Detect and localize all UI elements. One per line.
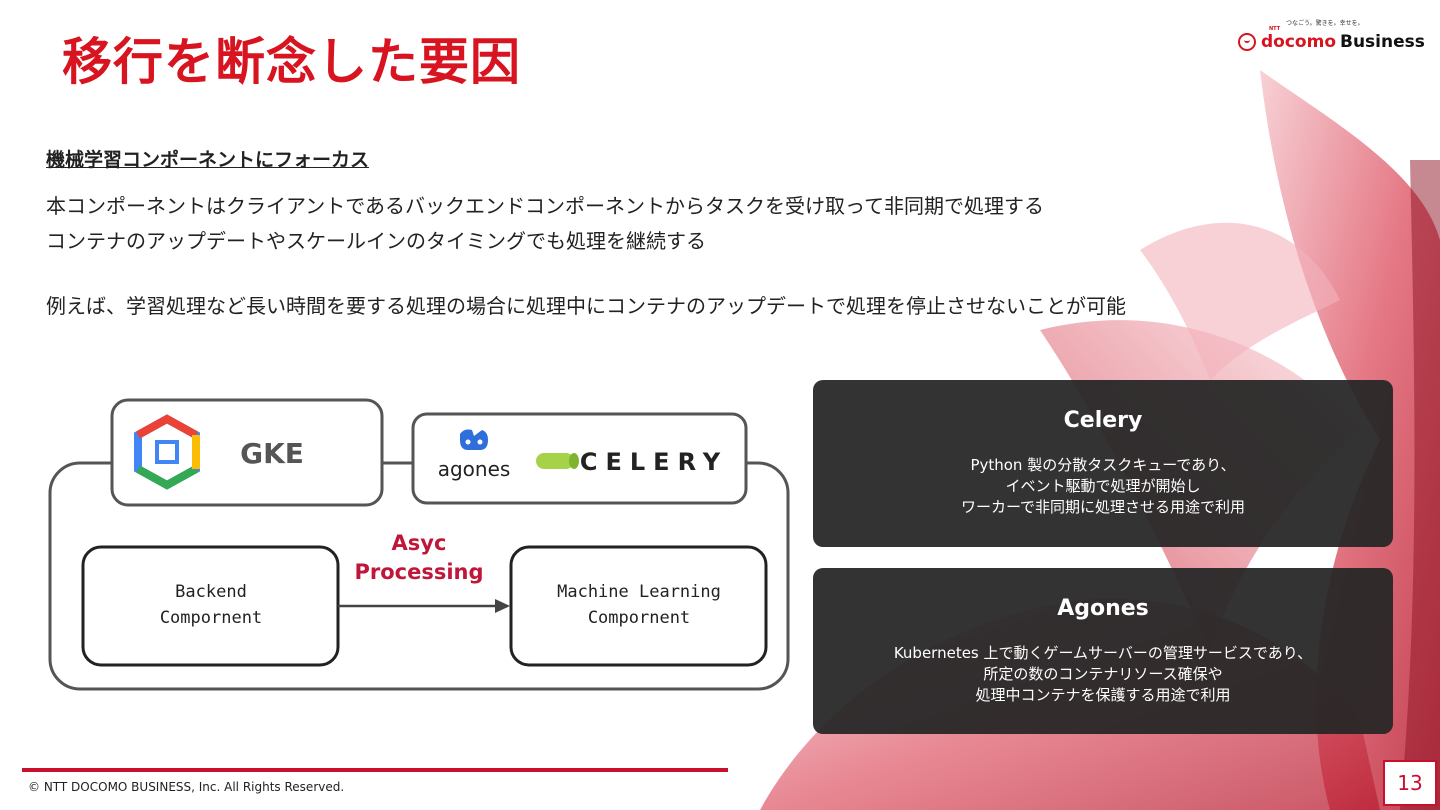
page-number: 13 <box>1383 760 1437 806</box>
agones-card-line: 所定の数のコンテナリソース確保や <box>983 665 1223 683</box>
architecture-diagram: GKE agones CELERY Backend Compornent Mac… <box>48 398 790 691</box>
docomo-mark-icon <box>1238 33 1256 51</box>
logo-business: Business <box>1340 32 1425 52</box>
logo-brand: NTT docomo Business <box>1238 26 1425 52</box>
backend-label-line2: Compornent <box>160 608 262 628</box>
page-title: 移行を断念した要因 <box>62 33 521 91</box>
docomo-business-logo: つなごう。驚きを。幸せを。 NTT docomo Business <box>1236 18 1426 58</box>
celery-card-line: ワーカーで非同期に処理させる用途で利用 <box>960 498 1246 516</box>
agones-icon <box>460 429 488 450</box>
celery-card-title: Celery <box>1063 408 1143 433</box>
body-line-3: 例えば、学習処理など長い時間を要する処理の場合に処理中にコンテナのアップデートで… <box>46 294 1126 318</box>
agones-card-line: 処理中コンテナを保護する用途で利用 <box>975 686 1231 704</box>
agones-card-text: Kubernetes 上で動くゲームサーバーの管理サービスであり、 所定の数のコ… <box>813 643 1393 706</box>
gke-icon <box>134 414 200 490</box>
backend-label-line1: Backend <box>175 582 247 602</box>
celery-icon <box>536 453 579 469</box>
agones-celery-box <box>411 412 748 505</box>
celery-card: Celery Python 製の分散タスクキューであり、 イベント駆動で処理が開… <box>813 380 1393 547</box>
celery-label: CELERY <box>580 448 728 476</box>
body-line-2: コンテナのアップデートやスケールインのタイミングでも処理を継続する <box>46 229 706 253</box>
celery-card-text: Python 製の分散タスクキューであり、 イベント駆動で処理が開始し ワーカー… <box>813 455 1393 518</box>
agones-card-line: Kubernetes 上で動くゲームサーバーの管理サービスであり、 <box>893 644 1313 662</box>
ml-label-line2: Compornent <box>588 608 690 628</box>
logo-ntt: NTT <box>1269 26 1281 32</box>
copyright-text: © NTT DOCOMO BUSINESS, Inc. All Rights R… <box>28 780 345 794</box>
async-label-line2: Processing <box>354 560 483 584</box>
logo-docomo-text: docomo <box>1261 32 1336 52</box>
backend-box <box>81 545 340 667</box>
celery-card-line: イベント駆動で処理が開始し <box>1005 477 1201 495</box>
async-arrow-head <box>495 599 510 613</box>
ml-label-line1: Machine Learning <box>557 582 721 602</box>
gke-label: GKE <box>240 437 304 470</box>
agones-card: Agones Kubernetes 上で動くゲームサーバーの管理サービスであり、… <box>813 568 1393 734</box>
footer-divider <box>22 768 728 772</box>
agones-label: agones <box>438 457 511 481</box>
body-line-1: 本コンポーネントはクライアントであるバックエンドコンポーネントからタスクを受け取… <box>46 194 1044 218</box>
ml-box <box>509 545 768 667</box>
logo-docomo: NTT docomo <box>1261 26 1336 52</box>
logo-tagline: つなごう。驚きを。幸せを。 <box>1286 20 1364 27</box>
celery-card-line: Python 製の分散タスクキューであり、 <box>970 456 1236 474</box>
section-subheading: 機械学習コンポーネントにフォーカス <box>46 149 370 171</box>
async-label-line1: Asyc <box>392 531 447 555</box>
agones-card-title: Agones <box>1057 596 1149 621</box>
